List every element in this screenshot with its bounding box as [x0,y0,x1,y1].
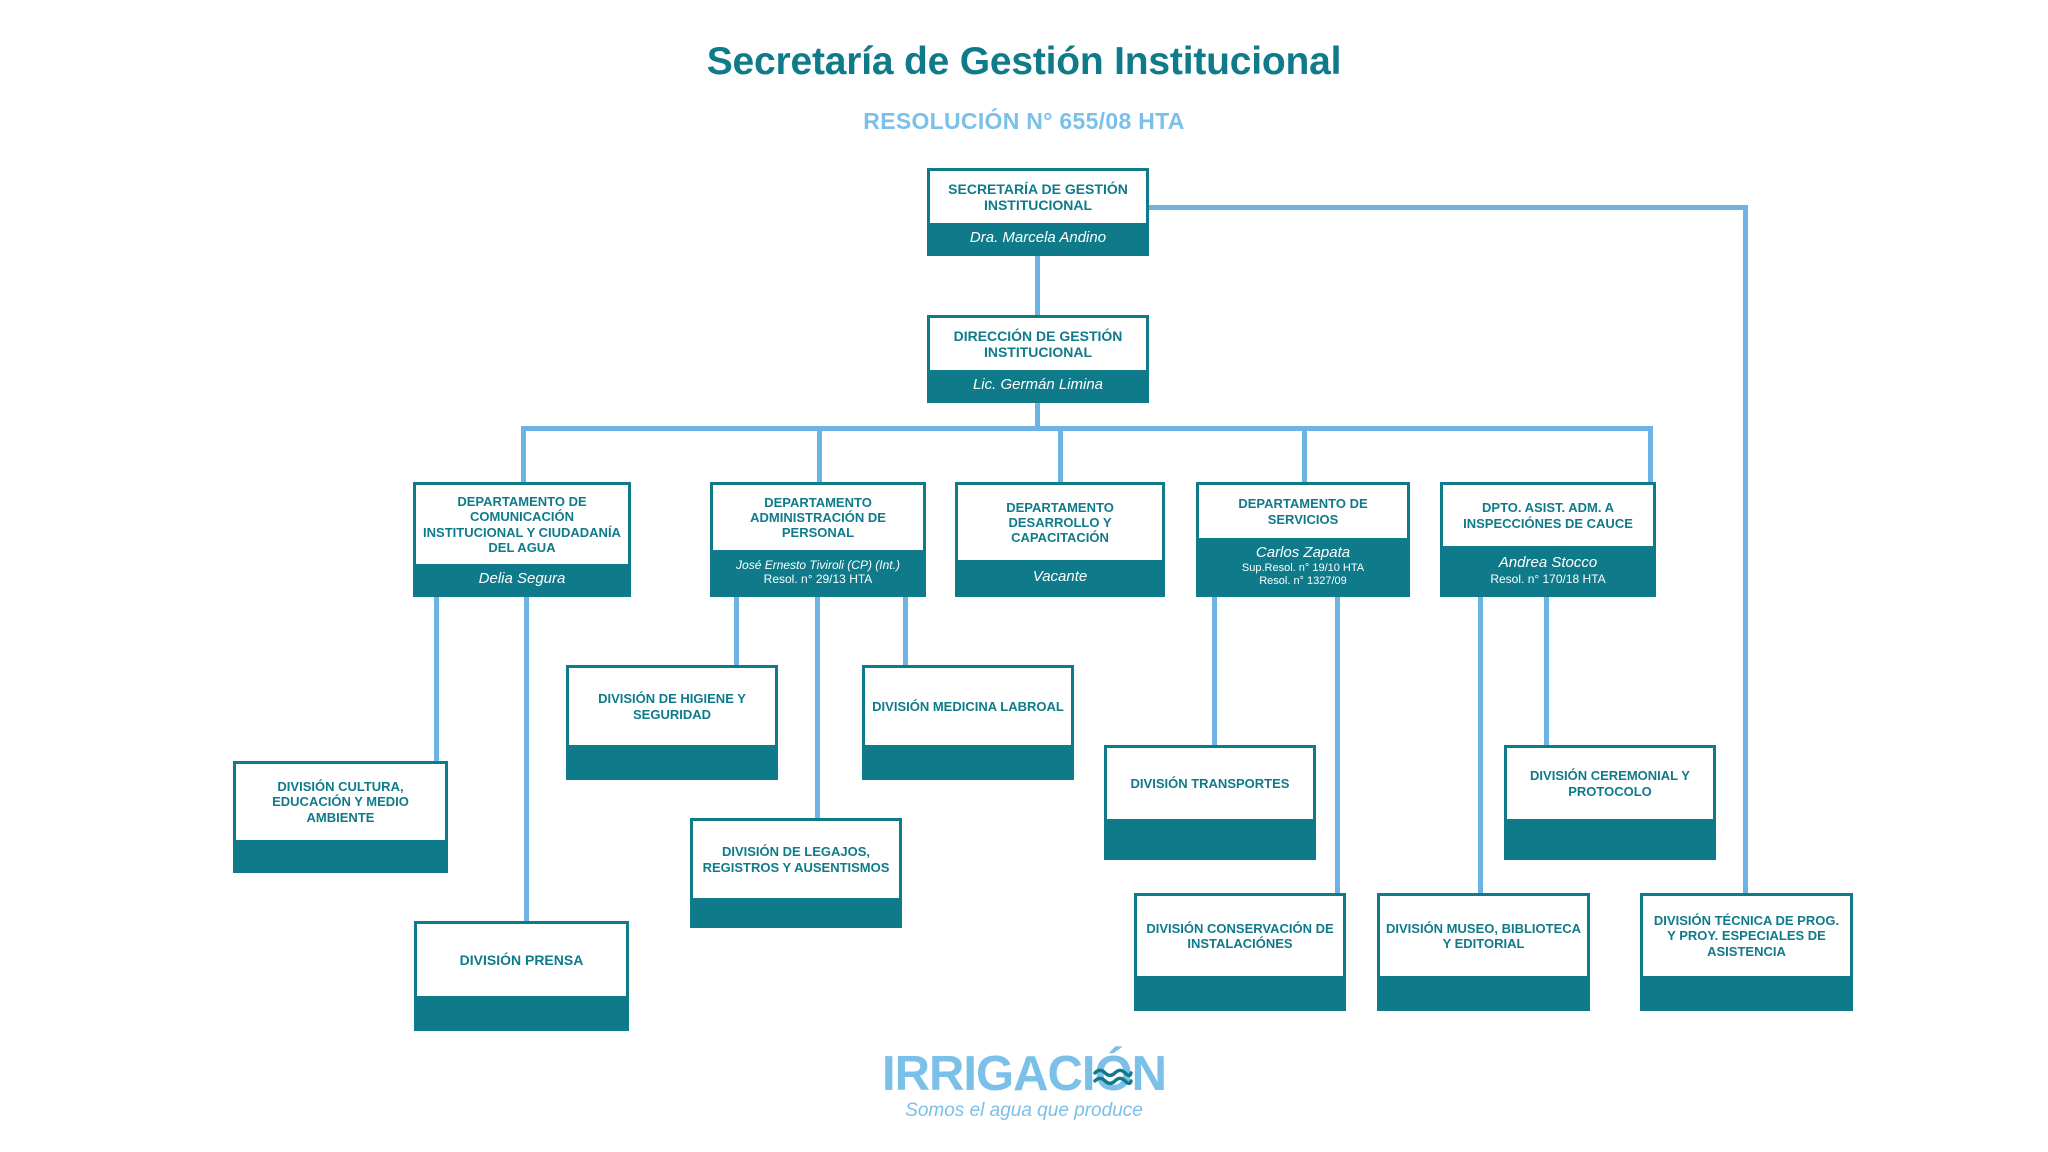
node-direccion-footer: Lic. Germán Limina [930,370,1146,400]
node-div-ceremonial-footer [1507,819,1713,857]
node-direccion-person: Lic. Germán Limina [972,376,1104,393]
node-dep-personal-footer: José Ernesto Tiviroli (CP) (Int.) Resol.… [713,550,923,594]
page-title: Secretaría de Gestión Institucional [706,40,1342,83]
logo-tagline: Somos el agua que produce [905,1100,1143,1121]
node-dep-personal-person: José Ernesto Tiviroli (CP) (Int.) [736,557,900,572]
node-div-medicina[interactable]: DIVISIÓN MEDICINA LABROAL [862,665,1074,780]
node-div-tecnica-footer [1643,976,1850,1008]
connector-secretaria-direccion [1035,255,1040,322]
node-dep-servicios-resolution: Sup.Resol. n° 19/10 HTA [1241,561,1365,574]
node-div-higiene-title: DIVISIÓN DE HIGIENE Y SEGURIDAD [598,691,746,722]
node-div-transportes[interactable]: DIVISIÓN TRANSPORTES [1104,745,1316,860]
node-div-legajos-footer [693,898,899,925]
water-waves-icon [1093,1068,1133,1086]
connector-bus-to-dep-personal [817,426,822,482]
node-div-prensa[interactable]: DIVISIÓN PRENSA [414,921,629,1031]
connector-personal-to-medicina [903,596,908,668]
node-dep-inspecciones-person: Andrea Stocco [1498,553,1598,571]
node-div-medicina-title: DIVISIÓN MEDICINA LABROAL [872,698,1064,714]
node-div-legajos-title: DIVISIÓN DE LEGAJOS, REGISTROS Y AUSENTI… [702,844,890,875]
node-dep-desarrollo-title: DEPARTAMENTO DESARROLLO Y CAPACITACIÓN [1006,499,1114,546]
node-div-cultura[interactable]: DIVISIÓN CULTURA, EDUCACIÓN Y MEDIO AMBI… [233,761,448,873]
node-dep-personal-title: DEPARTAMENTO ADMINISTRACIÓN DE PERSONAL [750,494,886,541]
node-div-prensa-footer [417,996,626,1028]
connector-secretaria-right-h [1148,205,1748,210]
node-dep-comunicacion-title: DEPARTAMENTO DE COMUNICACIÓN INSTITUCION… [423,494,621,555]
connector-bus-to-dep-inspecciones [1648,426,1653,482]
node-dep-inspecciones-footer: Andrea Stocco Resol. n° 170/18 HTA [1443,546,1653,594]
node-dep-personal[interactable]: DEPARTAMENTO ADMINISTRACIÓN DE PERSONAL … [710,482,926,597]
connector-servicios-to-transportes [1212,596,1217,748]
connector-secretaria-right-v [1743,205,1748,907]
node-div-conservacion-footer [1137,976,1343,1008]
connector-personal-to-higiene [734,596,739,668]
node-direccion-title: DIRECCIÓN DE GESTIÓN INSTITUCIONAL [953,327,1123,360]
node-dep-inspecciones-title: DPTO. ASIST. ADM. A INSPECCIÓNES DE CAUC… [1463,500,1633,531]
node-div-cultura-title: DIVISIÓN CULTURA, EDUCACIÓN Y MEDIO AMBI… [272,779,409,825]
node-dep-inspecciones[interactable]: DPTO. ASIST. ADM. A INSPECCIÓNES DE CAUC… [1440,482,1656,597]
connector-department-bus [521,426,1653,431]
node-secretaria-person: Dra. Marcela Andino [969,229,1107,246]
node-div-prensa-title: DIVISIÓN PRENSA [459,951,584,968]
connector-personal-to-legajos [815,596,820,820]
node-dep-desarrollo-footer: Vacante [958,560,1162,594]
node-div-conservacion[interactable]: DIVISIÓN CONSERVACIÓN DE INSTALACIÓNES [1134,893,1346,1011]
node-secretaria[interactable]: SECRETARÍA DE GESTIÓN INSTITUCIONAL Dra.… [927,168,1149,256]
node-div-museo-title: DIVISIÓN MUSEO, BIBLIOTECA Y EDITORIAL [1386,920,1582,951]
logo-word-end: N [1131,1047,1167,1101]
node-div-higiene-footer [569,745,775,777]
connector-comunicacion-to-prensa [524,596,529,923]
node-dep-desarrollo-person: Vacante [1032,568,1088,585]
node-div-transportes-title: DIVISIÓN TRANSPORTES [1130,775,1290,791]
logo-word-start: IRRIGACI [881,1047,1095,1101]
connector-direccion-down [1035,402,1040,430]
node-div-cultura-footer [236,840,445,870]
connector-comunicacion-to-cultura [434,596,439,764]
node-direccion[interactable]: DIRECCIÓN DE GESTIÓN INSTITUCIONAL Lic. … [927,315,1149,403]
node-dep-comunicacion[interactable]: DEPARTAMENTO DE COMUNICACIÓN INSTITUCION… [413,482,631,597]
node-dep-servicios[interactable]: DEPARTAMENTO DE SERVICIOS Carlos Zapata … [1196,482,1410,597]
node-secretaria-footer: Dra. Marcela Andino [930,223,1146,253]
connector-inspecciones-to-museo [1478,596,1483,896]
node-dep-desarrollo[interactable]: DEPARTAMENTO DESARROLLO Y CAPACITACIÓN V… [955,482,1165,597]
node-dep-comunicacion-person: Delia Segura [478,570,566,587]
node-dep-servicios-footer: Carlos Zapata Sup.Resol. n° 19/10 HTA Re… [1199,538,1407,594]
page-subtitle: RESOLUCIÓN N° 655/08 HTA [863,108,1185,134]
connector-bus-to-dep-comunicacion [521,426,526,482]
node-dep-servicios-title: DEPARTAMENTO DE SERVICIOS [1238,496,1368,527]
node-div-tecnica[interactable]: DIVISIÓN TÉCNICA DE PROG. Y PROY. ESPECI… [1640,893,1853,1011]
node-div-legajos[interactable]: DIVISIÓN DE LEGAJOS, REGISTROS Y AUSENTI… [690,818,902,928]
node-dep-inspecciones-resolution: Resol. n° 170/18 HTA [1490,571,1606,586]
node-dep-comunicacion-footer: Delia Segura [416,564,628,594]
node-div-transportes-footer [1107,819,1313,857]
connector-bus-to-dep-desarrollo [1058,426,1063,482]
node-dep-personal-resolution: Resol. n° 29/13 HTA [763,572,873,586]
node-div-tecnica-title: DIVISIÓN TÉCNICA DE PROG. Y PROY. ESPECI… [1653,913,1840,959]
node-div-ceremonial-title: DIVISIÓN CEREMONIAL Y PROTOCOLO [1530,768,1690,799]
node-div-ceremonial[interactable]: DIVISIÓN CEREMONIAL Y PROTOCOLO [1504,745,1716,860]
node-div-museo[interactable]: DIVISIÓN MUSEO, BIBLIOTECA Y EDITORIAL [1377,893,1590,1011]
node-div-museo-footer [1380,976,1587,1008]
connector-servicios-to-conservacion [1335,596,1340,896]
node-div-higiene[interactable]: DIVISIÓN DE HIGIENE Y SEGURIDAD [566,665,778,780]
node-dep-servicios-person: Carlos Zapata [1255,543,1351,561]
node-div-conservacion-title: DIVISIÓN CONSERVACIÓN DE INSTALACIÓNES [1146,920,1334,951]
node-dep-servicios-resolution2: Resol. n° 1327/09 [1259,575,1347,587]
node-div-medicina-footer [865,745,1071,777]
connector-inspecciones-to-ceremonial [1544,596,1549,748]
logo-accent-letter: Ó [1093,1046,1133,1102]
connector-bus-to-dep-servicios [1302,426,1307,482]
node-secretaria-title: SECRETARÍA DE GESTIÓN INSTITUCIONAL [948,180,1128,213]
